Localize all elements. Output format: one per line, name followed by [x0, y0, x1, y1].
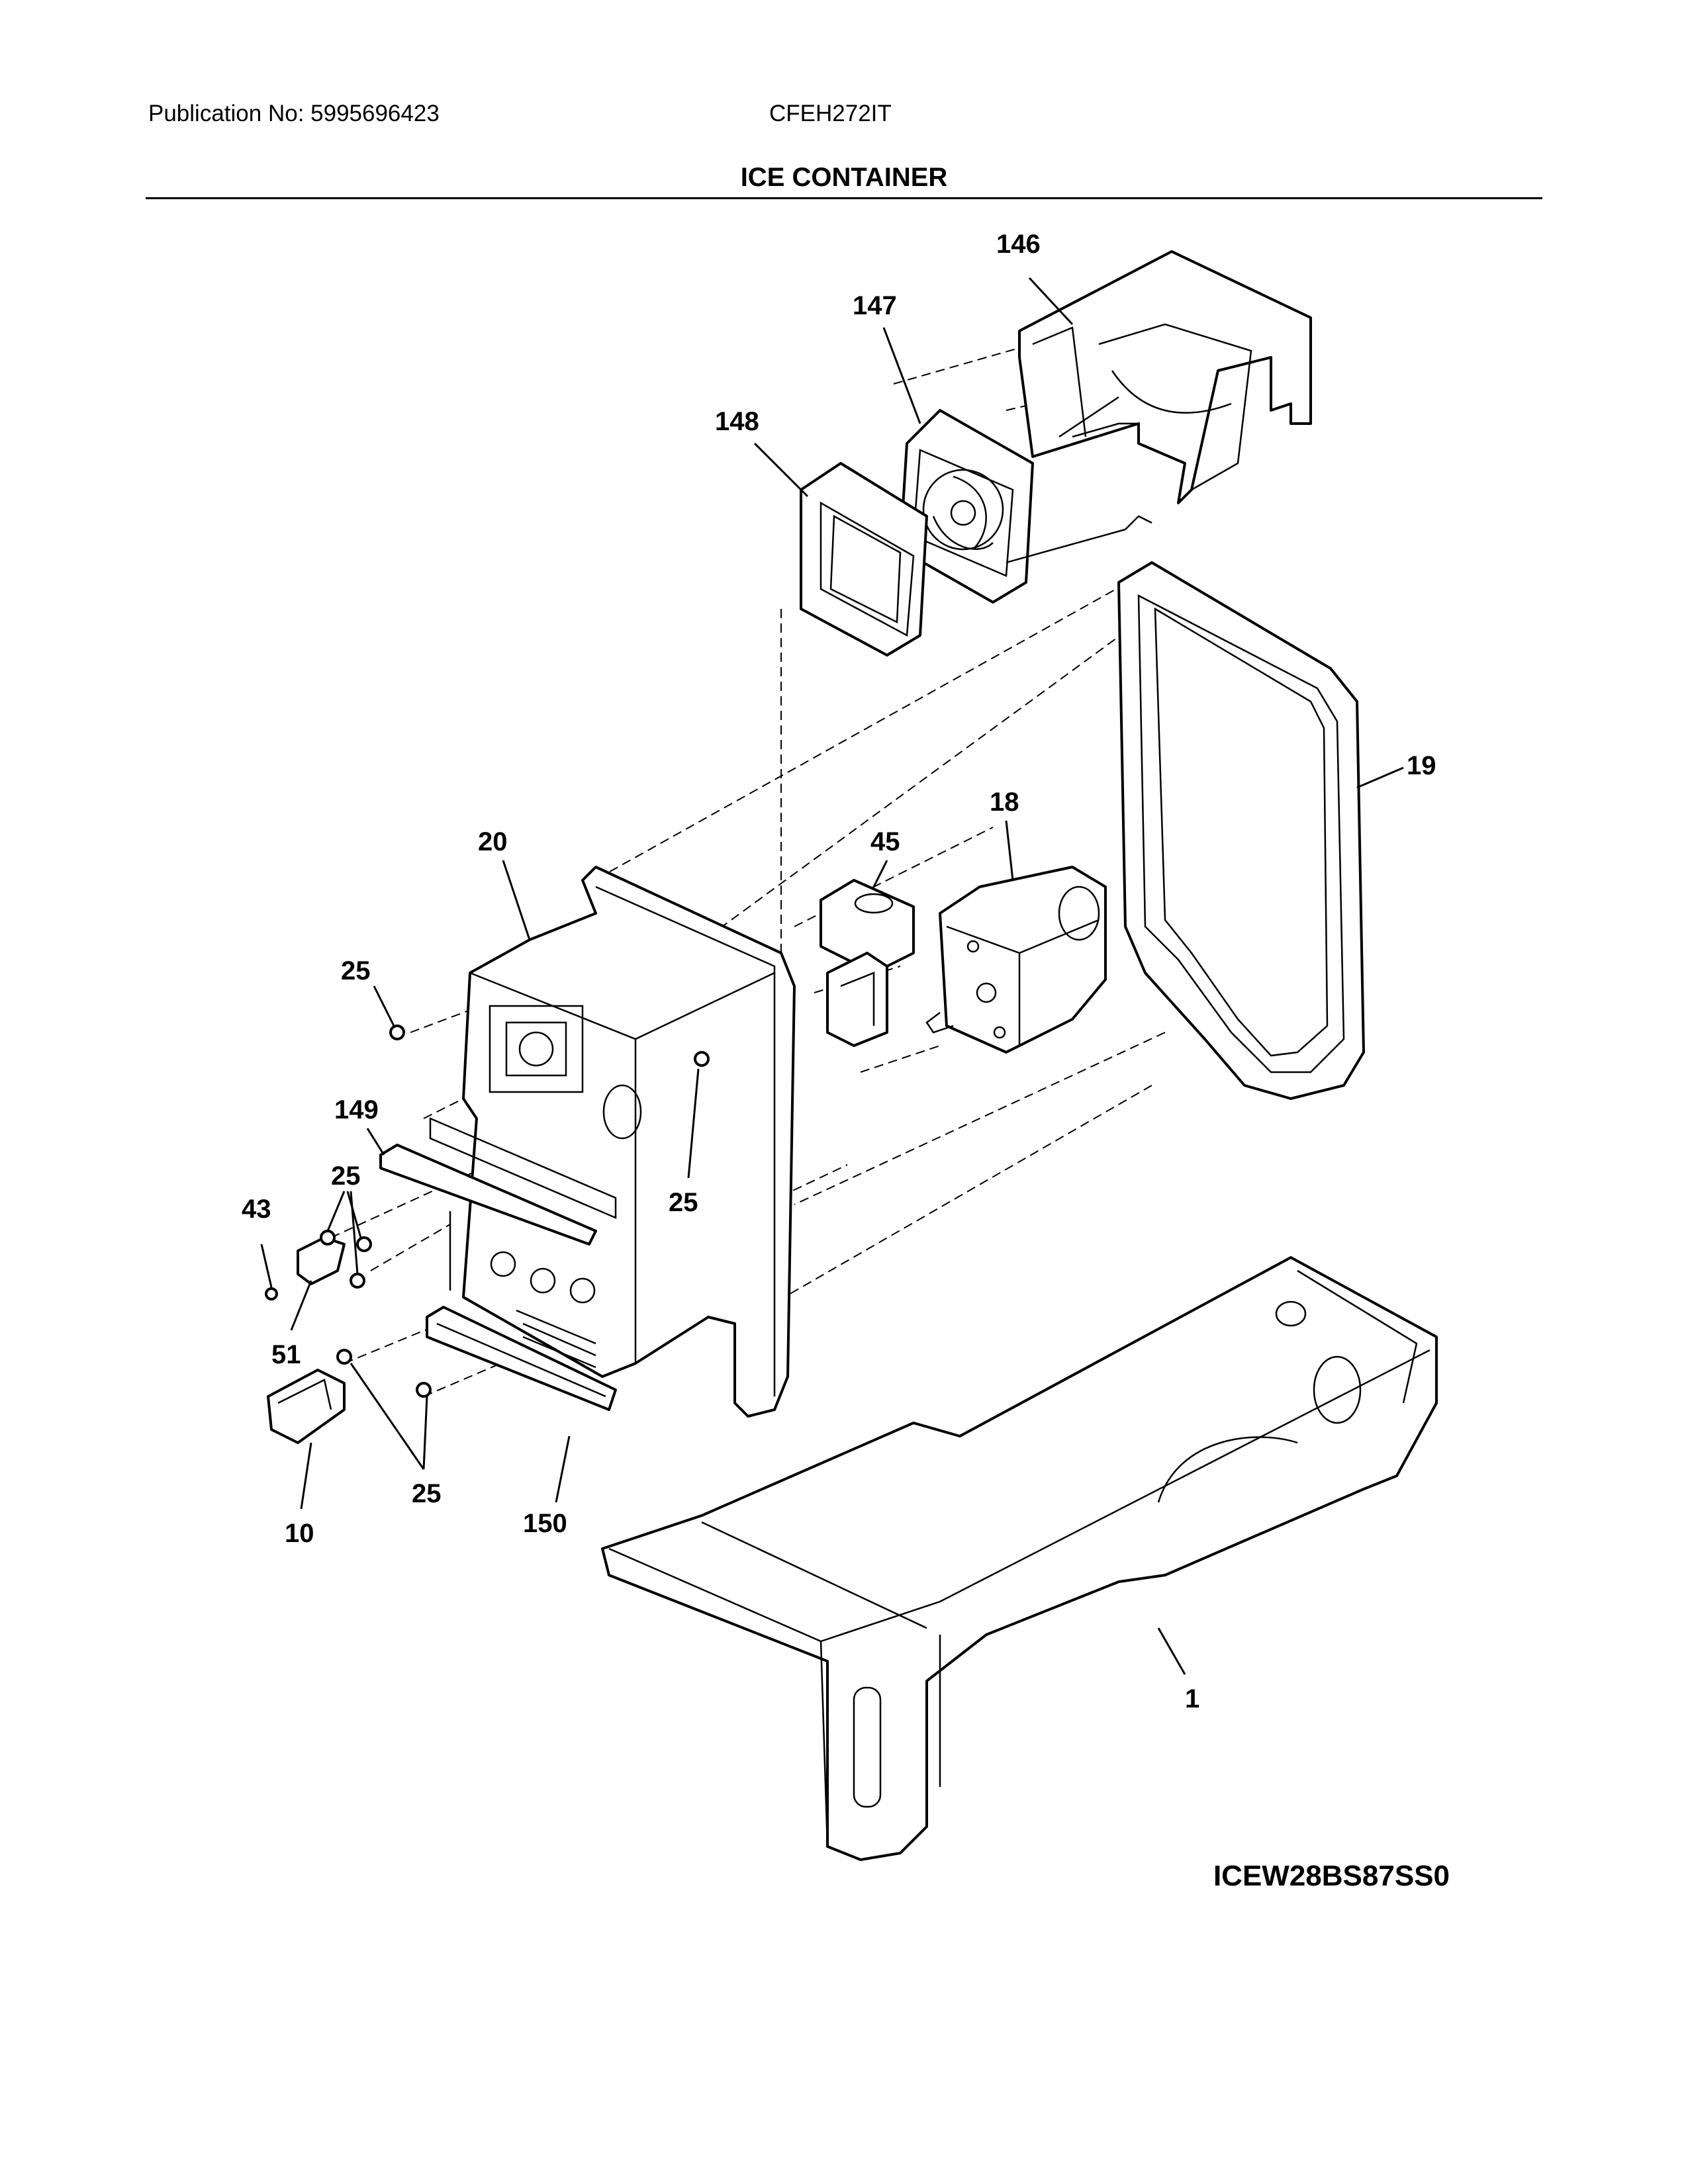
label-147: 147 [853, 291, 897, 320]
label-25-top: 25 [341, 956, 371, 985]
label-150: 150 [523, 1509, 567, 1538]
screws-part-25 [265, 1024, 710, 1398]
bar-part-150 [426, 1306, 617, 1411]
label-25-right: 25 [669, 1188, 698, 1217]
ice-bin-part-1 [601, 1256, 1438, 1861]
label-51: 51 [271, 1340, 301, 1369]
bracket-part-51 [297, 1236, 346, 1285]
leader-lines [260, 277, 1404, 1675]
model-number: CFEH272IT [769, 101, 892, 126]
housing-part-20 [429, 866, 796, 1418]
duct-part-146 [1018, 250, 1312, 504]
label-25-group: 25 [331, 1161, 361, 1191]
page-title: ICE CONTAINER [740, 163, 948, 192]
fan-part-147 [899, 409, 1152, 604]
drawing-code: ICEW28BS87SS0 [1213, 1860, 1450, 1892]
label-43: 43 [242, 1195, 271, 1224]
label-146: 146 [996, 230, 1041, 259]
label-10: 10 [285, 1519, 314, 1548]
gasket-part-19 [1117, 561, 1365, 1100]
header-rule [146, 197, 1542, 199]
label-45: 45 [870, 827, 900, 856]
label-19: 19 [1407, 751, 1436, 780]
label-148: 148 [715, 407, 759, 436]
solenoid-part-45 [820, 879, 915, 1047]
motor-part-18 [925, 866, 1107, 1054]
frame-part-148 [800, 462, 928, 657]
label-1: 1 [1185, 1684, 1199, 1713]
label-20: 20 [478, 827, 508, 856]
publication-number: Publication No: 5995696423 [148, 101, 440, 126]
label-149: 149 [334, 1095, 379, 1124]
label-18: 18 [990, 788, 1019, 817]
clip-part-10 [267, 1369, 346, 1444]
label-25-bottom: 25 [412, 1479, 442, 1508]
strip-part-149 [379, 1144, 597, 1246]
